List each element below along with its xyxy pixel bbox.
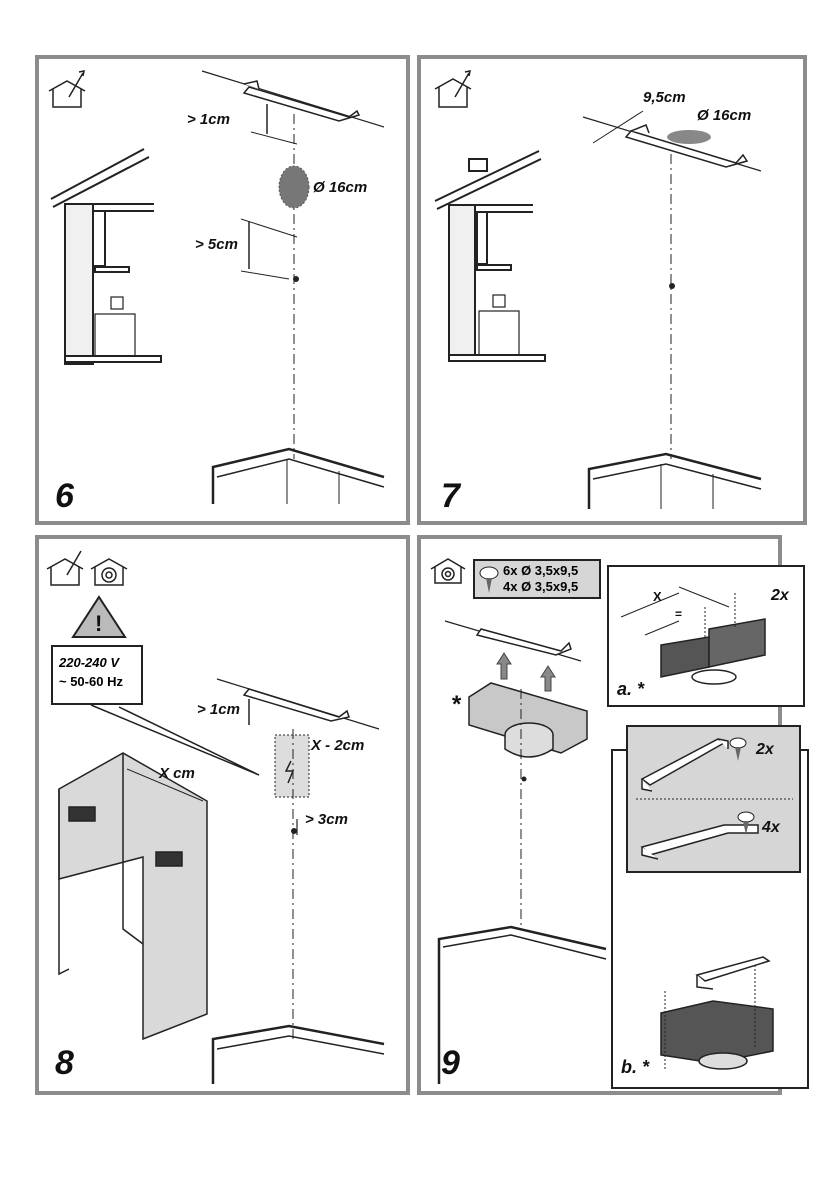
optional-marker: * xyxy=(451,691,461,718)
screw-count-bottom-label: 4x xyxy=(762,819,780,836)
frequency-text: ~ 50-60 Hz xyxy=(59,674,123,689)
screw-mark xyxy=(291,828,297,834)
option-a-illustration xyxy=(620,586,766,685)
chimney-cover xyxy=(58,752,208,1041)
duct-diameter-label: Ø 16cm xyxy=(697,107,752,124)
ceiling-bracket xyxy=(242,80,361,122)
clearance-top-label: > 1cm xyxy=(197,701,240,718)
duct-adapter xyxy=(468,682,588,758)
option-a-box: X = 2x a. * xyxy=(607,565,805,707)
step-8-illustration: ! xyxy=(46,550,385,1084)
option-b-illustration xyxy=(660,956,774,1071)
screw-spec-2: 4x Ø 3,5x9,5 xyxy=(503,579,579,594)
step-number: 8 xyxy=(55,1044,74,1082)
screw-mark xyxy=(669,283,675,289)
bracket-options-illustration xyxy=(636,737,793,860)
socket-width-label: X - 2cm xyxy=(311,737,365,754)
ceiling-bracket xyxy=(242,688,350,722)
wall-cabinet xyxy=(211,1024,385,1084)
ceiling-bracket xyxy=(475,628,572,656)
ducted-exhaust-icon xyxy=(46,550,84,586)
bracket-offset-label: 9,5cm xyxy=(643,89,686,106)
ceiling-bracket xyxy=(624,124,749,168)
step-number: 6 xyxy=(55,477,74,515)
panel-step-8: ! 220-240 V ~ 50-60 Hz > 1cm X - 2cm X c… xyxy=(35,535,410,1095)
up-arrow-icon xyxy=(496,652,512,680)
power-supply-warning: 220-240 V ~ 50-60 Hz xyxy=(51,645,143,705)
panel-step-9: 6x Ø 3,5x9,5 4x Ø 3,5x9,5 * X = 2x a. * xyxy=(417,535,809,1095)
house-cutaway xyxy=(50,148,162,365)
duct-hole xyxy=(278,165,310,209)
clearance-bottom-label: > 3cm xyxy=(305,811,348,828)
wall-cabinet xyxy=(587,452,762,509)
screw-icon xyxy=(479,566,499,593)
ducted-exhaust-icon xyxy=(48,70,86,108)
step-number: 9 xyxy=(441,1044,460,1082)
screw-count-label: 2x xyxy=(771,587,789,604)
recirculation-bracket xyxy=(695,956,771,990)
dim-x-label: X xyxy=(653,589,662,604)
panel-step-7: 9,5cm Ø 16cm 7 xyxy=(417,55,807,525)
svg-text:!: ! xyxy=(95,611,102,636)
screw-spec-1: 6x Ø 3,5x9,5 xyxy=(503,563,579,578)
duct-diameter-label: Ø 16cm xyxy=(313,179,368,196)
dim-equal-label: = xyxy=(675,607,683,621)
voltage-text: 220-240 V xyxy=(59,655,119,670)
screw-mark xyxy=(293,276,299,282)
screw-count-top-label: 2x xyxy=(756,741,774,758)
wall-cabinet xyxy=(211,447,385,504)
option-a-label: a. * xyxy=(617,679,645,699)
house-cutaway xyxy=(434,150,546,362)
warning-triangle-icon: ! xyxy=(71,595,127,638)
duct-hole xyxy=(667,130,711,144)
screw-icon xyxy=(729,737,747,761)
flat-duct-connector xyxy=(660,618,766,685)
screw-icon xyxy=(737,811,755,835)
chimney-width-label: X cm xyxy=(159,765,195,782)
step-9-illustration xyxy=(430,558,607,1084)
step-number: 7 xyxy=(441,477,460,515)
step-7-illustration xyxy=(434,70,762,509)
recirculation-icon xyxy=(430,558,466,584)
screw-kit-box: 6x Ø 3,5x9,5 4x Ø 3,5x9,5 xyxy=(473,559,601,599)
bracket-options-box: 2x 4x xyxy=(626,725,801,873)
power-socket-area xyxy=(274,734,310,798)
option-b-label: b. * xyxy=(621,1057,650,1077)
ducted-exhaust-icon xyxy=(434,70,472,108)
clearance-screw-label: > 5cm xyxy=(195,236,238,253)
panel-step-6: > 1cm Ø 16cm > 5cm 6 xyxy=(35,55,410,525)
screw-mark xyxy=(521,776,527,782)
up-arrow-icon xyxy=(540,665,556,692)
wall-cabinet xyxy=(437,925,607,1084)
clearance-top-label: > 1cm xyxy=(187,111,230,128)
step-6-illustration xyxy=(48,70,385,504)
recirculation-icon xyxy=(90,558,128,586)
recirculation-duct xyxy=(660,1000,774,1070)
